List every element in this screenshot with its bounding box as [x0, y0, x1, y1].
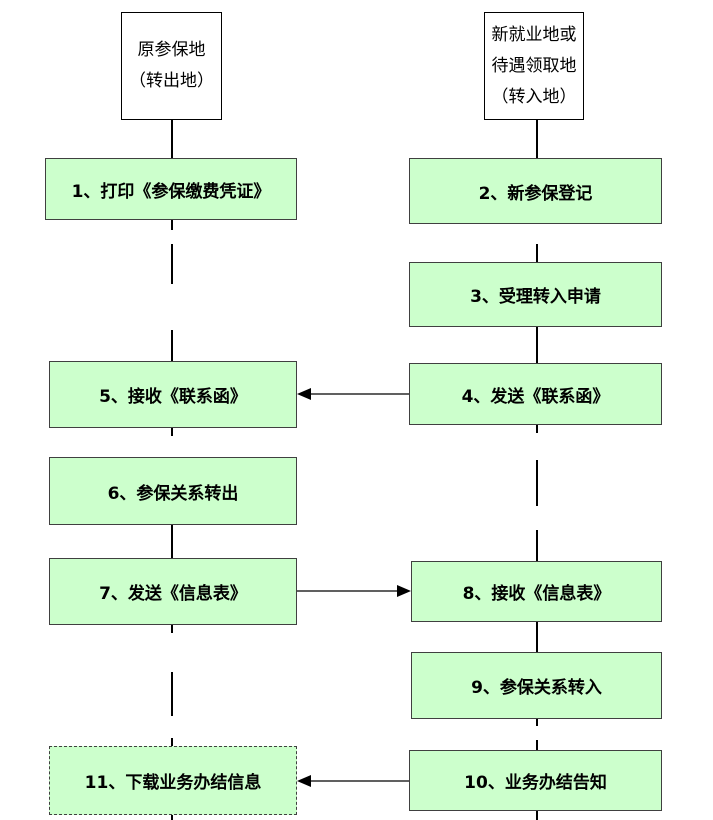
destination-header-line1: 新就业地或: [491, 24, 577, 45]
step-1-print-certificate: 1、打印《参保缴费凭证》: [45, 158, 297, 220]
origin-header-box: 原参保地 （转出地）: [121, 12, 222, 120]
step-label: 5、接收《联系函》: [99, 387, 247, 407]
step-label: 10、业务办结告知: [464, 773, 607, 793]
step-3-accept-transfer-request: 3、受理转入申请: [409, 262, 662, 327]
step-10-completion-notice: 10、业务办结告知: [409, 750, 662, 811]
step-4-send-contact-letter: 4、发送《联系函》: [409, 363, 662, 425]
step-label: 1、打印《参保缴费凭证》: [71, 181, 271, 202]
step-6-transfer-out: 6、参保关系转出: [49, 457, 297, 525]
step-label: 3、受理转入申请: [470, 287, 601, 307]
step-label: 8、接收《信息表》: [462, 584, 611, 604]
arrowhead-left-icon: [297, 775, 311, 787]
step-label: 9、参保关系转入: [471, 678, 602, 698]
step-5-receive-contact-letter: 5、接收《联系函》: [49, 361, 297, 428]
step-7-send-info-form: 7、发送《信息表》: [49, 558, 297, 625]
step-label: 2、新参保登记: [478, 183, 593, 204]
arrowhead-left-icon: [297, 388, 311, 400]
arrow-step7-to-step8: [297, 585, 411, 597]
arrowhead-right-icon: [397, 585, 411, 597]
origin-header-line2: （转出地）: [129, 71, 214, 91]
step-label: 4、发送《联系函》: [461, 386, 610, 407]
arrow-step10-to-step11: [297, 775, 409, 787]
destination-header-line2: 待遇领取地: [491, 55, 577, 76]
step-2-new-registration: 2、新参保登记: [409, 158, 662, 224]
step-label: 6、参保关系转出: [107, 483, 239, 504]
destination-header-box: 新就业地或 待遇领取地 （转入地）: [484, 12, 584, 120]
step-11-download-completion-info: 11、下载业务办结信息: [49, 746, 297, 815]
step-8-receive-info-form: 8、接收《信息表》: [411, 561, 662, 622]
step-label: 7、发送《信息表》: [99, 584, 247, 604]
step-label: 11、下载业务办结信息: [84, 773, 262, 793]
step-9-transfer-in: 9、参保关系转入: [411, 652, 662, 719]
origin-header-line1: 原参保地: [137, 40, 206, 60]
destination-header-line3: （转入地）: [491, 86, 577, 107]
arrow-step4-to-step5: [297, 388, 409, 400]
